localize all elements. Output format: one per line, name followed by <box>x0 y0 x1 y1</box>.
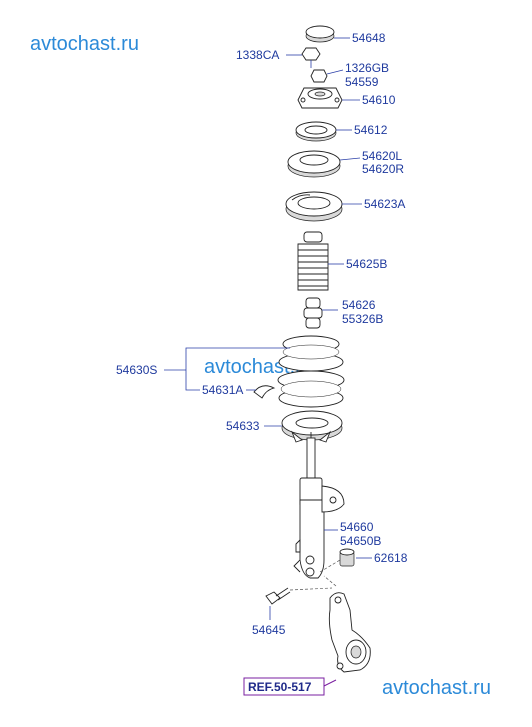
part-54612-bearing[interactable] <box>295 121 337 142</box>
label-1338ca: 1338CA <box>236 48 279 62</box>
label-54650b: 54650B <box>340 534 381 548</box>
label-54645: 54645 <box>252 623 286 637</box>
label-54630s: 54630S <box>116 363 157 377</box>
watermark-bottom: avtochast.ru <box>382 677 491 699</box>
part-54633-lower-seat[interactable] <box>281 410 343 443</box>
label-62618: 62618 <box>374 551 408 565</box>
part-54648-cap[interactable] <box>305 25 335 43</box>
part-1338ca-nut[interactable] <box>301 47 321 68</box>
part-steering-knuckle[interactable] <box>328 592 371 673</box>
label-54612: 54612 <box>354 123 388 137</box>
part-1326gb-nut[interactable] <box>310 69 328 83</box>
label-54623a: 54623A <box>364 197 405 211</box>
label-54660: 54660 <box>340 520 374 534</box>
part-54620-spring-seat[interactable] <box>287 150 341 178</box>
ref-label: REF.50-517 <box>248 680 312 694</box>
part-54630s-coil-spring[interactable] <box>277 335 345 408</box>
label-54625b: 54625B <box>346 257 387 271</box>
label-54626: 54626 <box>342 298 376 312</box>
watermark-top: avtochast.ru <box>30 33 139 55</box>
label-54620l: 54620L <box>362 149 402 163</box>
label-54648: 54648 <box>352 31 386 45</box>
label-1326gb: 1326GB <box>345 61 389 75</box>
part-54631a-pad[interactable] <box>253 385 276 399</box>
part-54645-bolt[interactable] <box>265 587 291 605</box>
part-54660-strut[interactable] <box>293 432 345 579</box>
part-62618-nut[interactable] <box>339 548 355 567</box>
ref-link-50-517[interactable]: REF.50-517 <box>243 677 337 696</box>
label-55326b: 55326B <box>342 312 383 326</box>
part-54625b-dust-boot[interactable] <box>297 231 329 291</box>
label-54610: 54610 <box>362 93 396 107</box>
label-54620r: 54620R <box>362 162 404 176</box>
part-54626-bump-stopper[interactable] <box>303 297 323 329</box>
part-54610-mount[interactable] <box>297 87 343 109</box>
label-54631a: 54631A <box>202 383 243 397</box>
label-54559: 54559 <box>345 75 379 89</box>
part-54623a-spring-pad[interactable] <box>285 191 343 222</box>
label-54633: 54633 <box>226 419 260 433</box>
